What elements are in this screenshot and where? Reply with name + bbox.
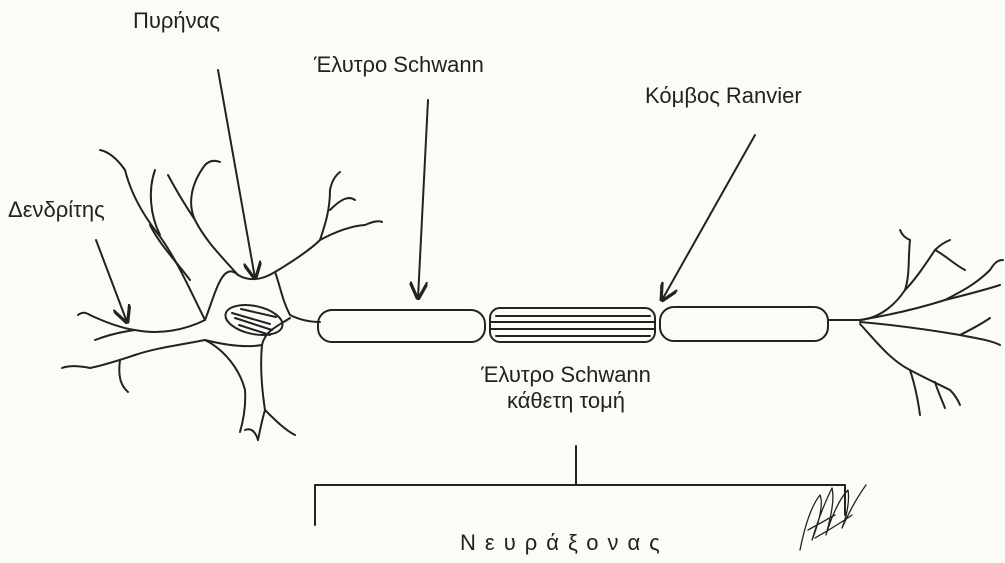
signature-mark <box>800 485 866 550</box>
schwann-cell-1 <box>318 310 485 342</box>
schwann-cell-cross-section <box>490 308 655 342</box>
nucleus-label: Πυρήνας <box>133 8 220 34</box>
ranvier-node-label: Κόμβος Ranvier <box>645 83 802 109</box>
cell-body <box>62 150 382 440</box>
schwann-cross-line2: κάθετη τομή <box>446 388 686 414</box>
axon-bracket <box>315 446 845 525</box>
axon-label: Νευράξονας <box>460 530 669 556</box>
dendrite-arrow <box>96 240 127 322</box>
schwann-arrow <box>418 100 428 298</box>
schwann-sheath-label: Έλυτρο Schwann <box>314 52 484 78</box>
nucleus-arrow <box>218 70 255 278</box>
axon-terminal <box>828 230 1003 415</box>
ranvier-arrow <box>662 135 755 300</box>
schwann-cross-section-label: Έλυτρο Schwann κάθετη τομή <box>446 362 686 415</box>
schwann-cell-2 <box>660 307 828 341</box>
dendrite-label: Δενδρίτης <box>8 197 105 223</box>
nucleus-shape <box>223 300 286 339</box>
schwann-cross-line1: Έλυτρο Schwann <box>446 362 686 388</box>
